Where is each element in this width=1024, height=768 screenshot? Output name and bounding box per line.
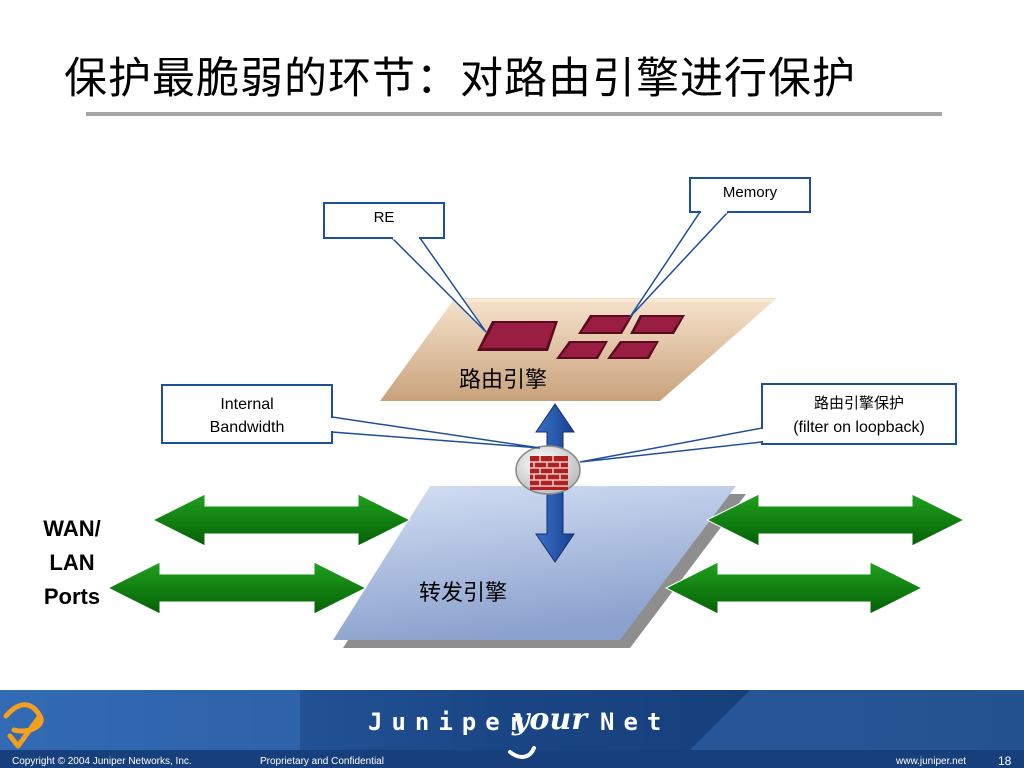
ports-label: WAN/ LAN Ports <box>30 512 114 614</box>
callout-memory <box>629 177 811 318</box>
callout-internal-bandwidth <box>161 384 541 449</box>
brand-net: Net <box>600 708 671 736</box>
forwarding-engine-label: 转发引擎 <box>419 581 507 606</box>
footer-url[interactable]: www.juniper.net <box>896 756 967 767</box>
brand-your: your <box>512 702 588 737</box>
callout-re-protection <box>579 383 957 463</box>
memory-chip <box>607 341 659 359</box>
memory-chip <box>578 315 633 334</box>
callout-re <box>323 202 487 333</box>
ports-label-line: LAN <box>49 550 95 575</box>
firewall-icon <box>515 445 581 495</box>
footer-banner <box>0 690 1024 768</box>
callout-internal-text-1: Internal <box>220 396 273 413</box>
port-arrow-left-top <box>151 493 412 547</box>
brand-juniper: Juniper <box>368 708 533 736</box>
re-chip <box>477 321 558 351</box>
ports-label-line: Ports <box>43 584 101 609</box>
page-number: 18 <box>998 754 1012 768</box>
port-arrow-left-bottom <box>106 561 368 615</box>
memory-chip <box>556 341 608 359</box>
title-divider <box>86 112 942 116</box>
your-net-swirl-icon <box>508 746 536 759</box>
ports-label-line: WAN/ <box>43 516 101 541</box>
callout-re-text: RE <box>374 209 395 226</box>
routing-engine-label: 路由引擎 <box>459 368 547 393</box>
callout-memory-text: Memory <box>723 184 778 201</box>
forwarding-engine-plane <box>333 486 746 648</box>
architecture-diagram: 路由引擎 转发引擎 RE Memory Internal Bandwidth 路… <box>106 177 966 648</box>
callout-protection-text-2: (filter on loopback) <box>793 419 925 436</box>
footer-copyright: Copyright © 2004 Juniper Networks, Inc. <box>12 756 192 767</box>
port-arrow-right-top <box>705 493 966 547</box>
memory-chip <box>630 315 685 334</box>
callout-internal-text-2: Bandwidth <box>210 419 285 436</box>
juniper-swoosh-icon <box>3 702 44 749</box>
footer-confidential: Proprietary and Confidential <box>260 756 384 767</box>
callout-protection-text-1: 路由引擎保护 <box>814 394 904 412</box>
port-arrow-right-bottom <box>664 561 924 615</box>
page-title: 保护最脆弱的环节：对路由引擎进行保护 <box>64 54 856 104</box>
